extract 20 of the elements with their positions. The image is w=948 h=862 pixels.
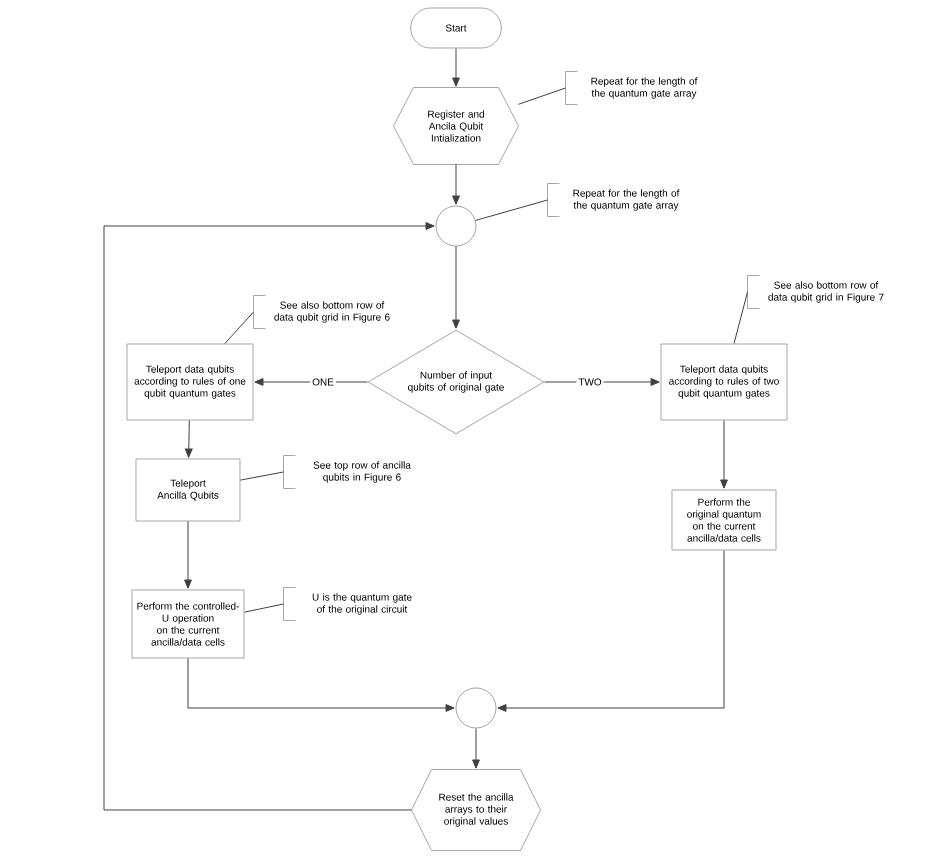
arrow: [184, 521, 192, 589]
arrow: [103, 222, 435, 811]
arrow: [497, 550, 725, 712]
leader-line: [733, 291, 748, 344]
leader-line: [240, 471, 284, 481]
leader-line: [224, 311, 254, 344]
arrow: [720, 420, 728, 489]
arrow: [254, 378, 368, 386]
arrow: [452, 48, 460, 87]
leader-line: [518, 87, 566, 105]
arrow: [452, 246, 460, 329]
connector-circle: [435, 205, 477, 247]
arrow: [472, 728, 480, 769]
arrow: [544, 378, 660, 386]
arrow: [452, 164, 460, 205]
leader-line: [244, 603, 284, 613]
arrow: [184, 420, 193, 458]
arrow: [187, 658, 455, 712]
leader-line: [475, 199, 548, 221]
connector-circle: [455, 687, 497, 729]
